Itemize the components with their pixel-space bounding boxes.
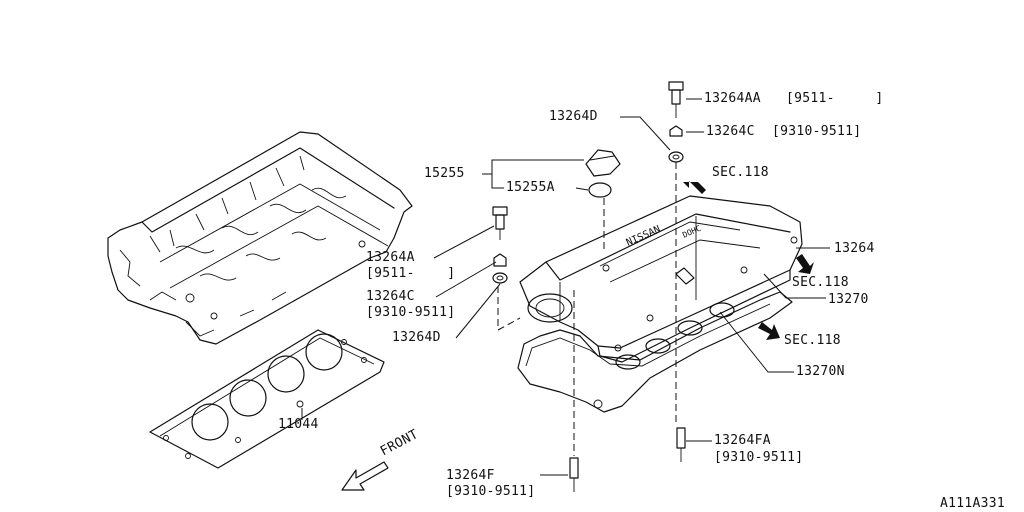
label-13264A: 13264A (366, 250, 415, 265)
label-13264C-left: 13264C (366, 289, 415, 304)
label-15255A: 15255A (506, 180, 555, 195)
label-13270N: 13270N (796, 364, 845, 379)
label-13264C-top: 13264C (706, 124, 755, 139)
label-sec118-right: SEC.118 (792, 275, 849, 290)
cylinder-head-drawing (107, 131, 413, 345)
range-13264C-left: [9310-9511] (366, 305, 456, 320)
range-13264C-top: [9310-9511] (772, 124, 862, 139)
diagram-id: A111A331 (940, 496, 1006, 511)
oil-filler-cap-drawing (585, 149, 621, 198)
range-13264FA: [9310-9511] (714, 450, 804, 465)
label-15255: 15255 (424, 166, 465, 181)
range-13264F: [9310-9511] (446, 484, 536, 499)
label-sec118-lower: SEC.118 (784, 333, 841, 348)
label-11044: 11044 (278, 417, 319, 432)
rocker-cover-drawing: NISSAN DOHC (519, 195, 803, 363)
head-gasket-drawing (149, 329, 385, 469)
direction-arrows (341, 177, 814, 491)
assembly-lines (497, 162, 677, 456)
label-13264FA: 13264FA (714, 433, 771, 448)
bolts-drawing (492, 81, 686, 492)
label-13270: 13270 (828, 292, 869, 307)
emblem-sub-text: DOHC (681, 224, 702, 240)
label-13264D-left: 13264D (392, 330, 441, 345)
label-13264: 13264 (834, 241, 875, 256)
range-13264A: [9511- ] (366, 266, 456, 281)
label-13264D-top: 13264D (549, 109, 598, 124)
label-13264F: 13264F (446, 468, 495, 483)
label-sec118-upper: SEC.118 (712, 165, 769, 180)
range-13264AA: [9511- ] (786, 91, 884, 106)
leader-lines (301, 98, 830, 476)
label-13264AA: 13264AA (704, 91, 761, 106)
cover-gasket-drawing (517, 291, 793, 413)
